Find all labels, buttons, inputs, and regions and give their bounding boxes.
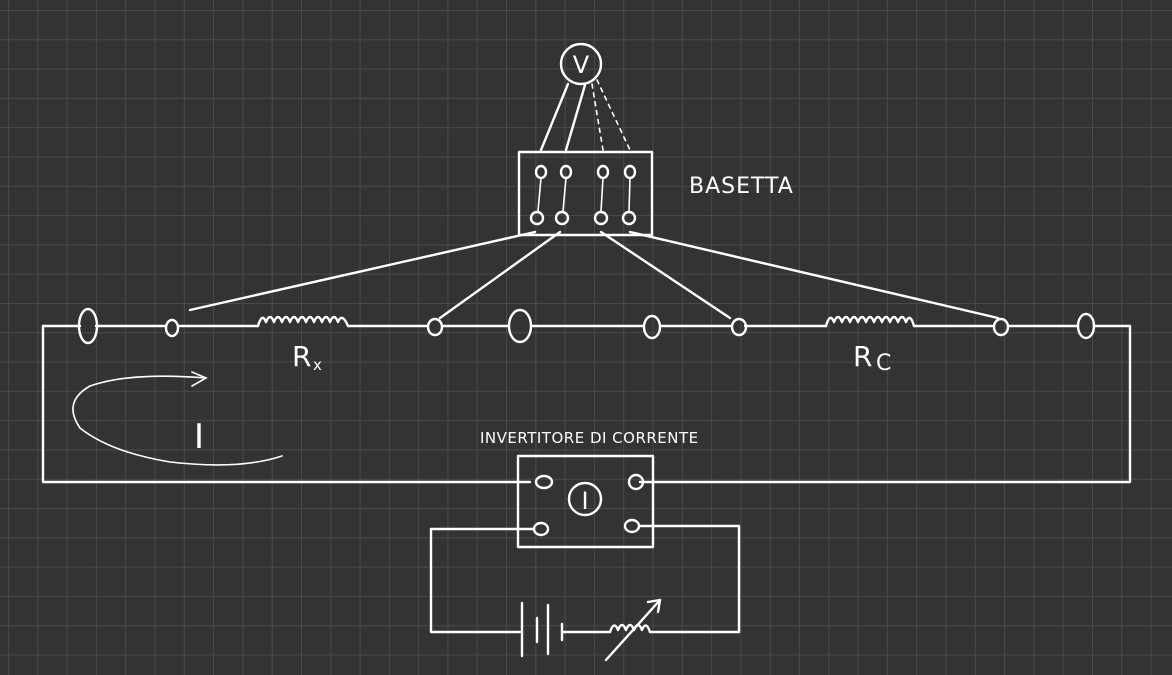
supply-loop (429, 524, 741, 662)
invertitore-label: INVERTITORE DI CORRENTE (480, 429, 699, 447)
main-circuit-wire (41, 324, 1132, 484)
battery-icon (520, 601, 564, 658)
basetta-bottom-terminals (529, 210, 637, 226)
current-label: I (194, 417, 204, 457)
rc-label: R (853, 340, 872, 373)
rx-zigzag-resistor-icon (256, 315, 350, 328)
rheostat-variable-resistor-icon (604, 598, 662, 662)
rc-subscript: C (876, 351, 891, 376)
invertitore-box: I (516, 454, 655, 549)
basetta-top-terminals (534, 164, 637, 180)
resistor-rx (256, 315, 350, 328)
ammeter-circle-i-icon (567, 481, 603, 517)
rx-subscript: x (313, 356, 322, 374)
basetta-label: BASETTA (689, 174, 794, 199)
current-direction-arrow (72, 371, 283, 466)
voltmeter-label: V (573, 51, 590, 79)
rx-label: R (292, 340, 311, 373)
voltmeter-circle-icon (559, 42, 603, 86)
voltmeter: V (539, 42, 631, 152)
main-line-terminals (77, 307, 1096, 345)
resistor-rc (824, 315, 916, 328)
ammeter-label: I (581, 487, 588, 515)
basetta-wires (188, 230, 1000, 320)
basetta-board (517, 150, 654, 237)
rc-zigzag-resistor-icon (824, 315, 916, 328)
